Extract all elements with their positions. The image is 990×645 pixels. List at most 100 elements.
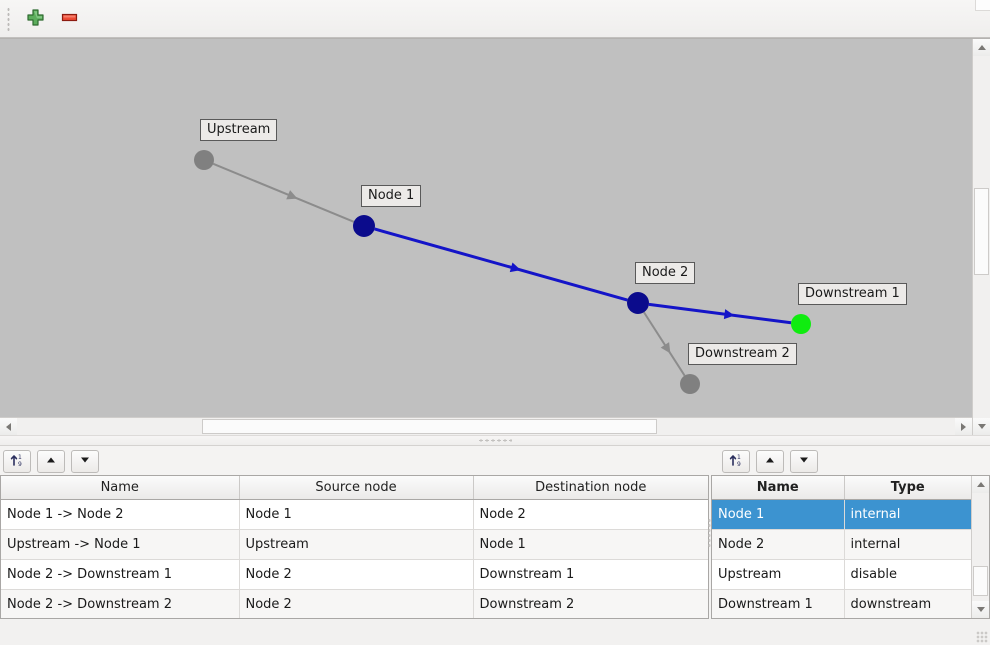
table-cell[interactable]: downstream bbox=[844, 589, 971, 618]
graph-node-label[interactable]: Node 2 bbox=[635, 262, 696, 284]
table-cell[interactable]: Node 2 -> Downstream 2 bbox=[1, 589, 240, 618]
nodes-table-vertical-scrollbar[interactable] bbox=[971, 476, 989, 618]
graph-node[interactable] bbox=[791, 314, 811, 334]
graph-node-label[interactable]: Node 1 bbox=[361, 185, 422, 207]
scroll-up-button[interactable] bbox=[972, 476, 989, 494]
column-header[interactable]: Source node bbox=[239, 476, 474, 501]
scroll-right-button[interactable] bbox=[955, 418, 972, 435]
window-corner-strip bbox=[975, 0, 990, 11]
hscroll-thumb[interactable] bbox=[202, 419, 657, 434]
graph-node-label[interactable]: Downstream 1 bbox=[798, 283, 907, 305]
table-cell[interactable]: Node 1 bbox=[473, 529, 708, 561]
vscroll-thumb[interactable] bbox=[974, 188, 989, 275]
table-cell[interactable]: Downstream 1 bbox=[712, 589, 845, 618]
vscroll-track[interactable] bbox=[972, 493, 989, 601]
triangle-down-icon bbox=[976, 607, 985, 612]
graph-node-label[interactable]: Upstream bbox=[200, 119, 278, 141]
sort-ascending-icon: 1 9 bbox=[9, 452, 25, 471]
vscroll-thumb[interactable] bbox=[973, 566, 988, 597]
canvas-horizontal-scrollbar[interactable] bbox=[0, 417, 972, 435]
grip-dots-icon bbox=[6, 6, 10, 31]
nodes-move-down-button[interactable] bbox=[790, 449, 818, 473]
nodes-sort-button[interactable]: 1 9 bbox=[722, 449, 750, 473]
graph-edge[interactable] bbox=[374, 227, 628, 302]
edges-move-down-button[interactable] bbox=[71, 449, 99, 473]
scroll-down-button[interactable] bbox=[973, 418, 990, 435]
table-cell[interactable]: internal bbox=[844, 499, 971, 531]
plus-icon bbox=[26, 8, 45, 30]
triangle-down-icon bbox=[797, 453, 811, 470]
graph-drawing bbox=[194, 150, 811, 394]
column-header[interactable]: Name bbox=[712, 476, 845, 501]
table-cell[interactable]: Downstream 1 bbox=[473, 559, 708, 591]
triangle-down-icon bbox=[977, 424, 986, 429]
edges-move-up-button[interactable] bbox=[37, 449, 65, 473]
table-cell[interactable]: Upstream -> Node 1 bbox=[1, 529, 240, 561]
vscroll-track[interactable] bbox=[973, 56, 990, 418]
edge-arrowhead bbox=[286, 190, 298, 200]
table-cell[interactable]: Node 2 bbox=[239, 559, 474, 591]
triangle-left-icon bbox=[6, 422, 11, 431]
table-cell[interactable]: Node 2 bbox=[712, 529, 845, 561]
graph-node[interactable] bbox=[680, 374, 700, 394]
canvas-vertical-scrollbar[interactable] bbox=[972, 39, 990, 435]
graph-edge[interactable] bbox=[212, 162, 355, 223]
table-cell[interactable]: Upstream bbox=[239, 529, 474, 561]
toolbar-drag-handle[interactable] bbox=[3, 5, 13, 33]
graph-node[interactable] bbox=[627, 292, 649, 314]
minus-icon bbox=[60, 8, 79, 30]
graph-edge[interactable] bbox=[643, 311, 686, 377]
table-cell[interactable]: Node 2 bbox=[473, 499, 708, 531]
vertical-splitter[interactable] bbox=[708, 446, 711, 619]
edges-toolbar: 1 9 bbox=[0, 446, 709, 476]
edge-arrowhead bbox=[660, 342, 671, 354]
nodes-move-up-button[interactable] bbox=[756, 449, 784, 473]
edges-sort-button[interactable]: 1 9 bbox=[3, 449, 31, 473]
edge-arrowhead bbox=[509, 262, 521, 273]
table-cell[interactable]: disable bbox=[844, 559, 971, 591]
graph-node[interactable] bbox=[353, 215, 375, 237]
graph-node-label[interactable]: Downstream 2 bbox=[688, 343, 797, 365]
horizontal-splitter[interactable] bbox=[0, 435, 990, 447]
edges-panel: 1 9 bbox=[0, 446, 709, 619]
scroll-up-button[interactable] bbox=[973, 39, 990, 56]
table-cell[interactable]: Downstream 2 bbox=[473, 589, 708, 618]
table-cell[interactable]: internal bbox=[844, 529, 971, 561]
add-node-button[interactable] bbox=[20, 4, 50, 34]
hscroll-track[interactable] bbox=[17, 418, 955, 435]
table-cell[interactable]: Node 1 bbox=[239, 499, 474, 531]
column-header[interactable]: Destination node bbox=[473, 476, 708, 501]
table-cell[interactable]: Upstream bbox=[712, 559, 845, 591]
nodes-toolbar: 1 9 bbox=[711, 446, 990, 476]
column-header[interactable]: Type bbox=[844, 476, 971, 501]
column-header[interactable]: Name bbox=[1, 476, 240, 501]
triangle-down-icon bbox=[78, 453, 92, 470]
svg-text:9: 9 bbox=[18, 461, 22, 468]
graph-node[interactable] bbox=[194, 150, 214, 170]
graph-edge[interactable] bbox=[648, 302, 792, 325]
resize-grip-icon[interactable] bbox=[976, 631, 988, 643]
table-cell[interactable]: Node 2 bbox=[239, 589, 474, 618]
table-cell[interactable]: Node 2 -> Downstream 1 bbox=[1, 559, 240, 591]
scroll-left-button[interactable] bbox=[0, 418, 17, 435]
table-cell[interactable]: Node 1 bbox=[712, 499, 845, 531]
table-cell[interactable]: Node 1 -> Node 2 bbox=[1, 499, 240, 531]
scroll-down-button[interactable] bbox=[972, 601, 989, 618]
remove-node-button[interactable] bbox=[54, 4, 84, 34]
window-footer bbox=[0, 619, 990, 645]
